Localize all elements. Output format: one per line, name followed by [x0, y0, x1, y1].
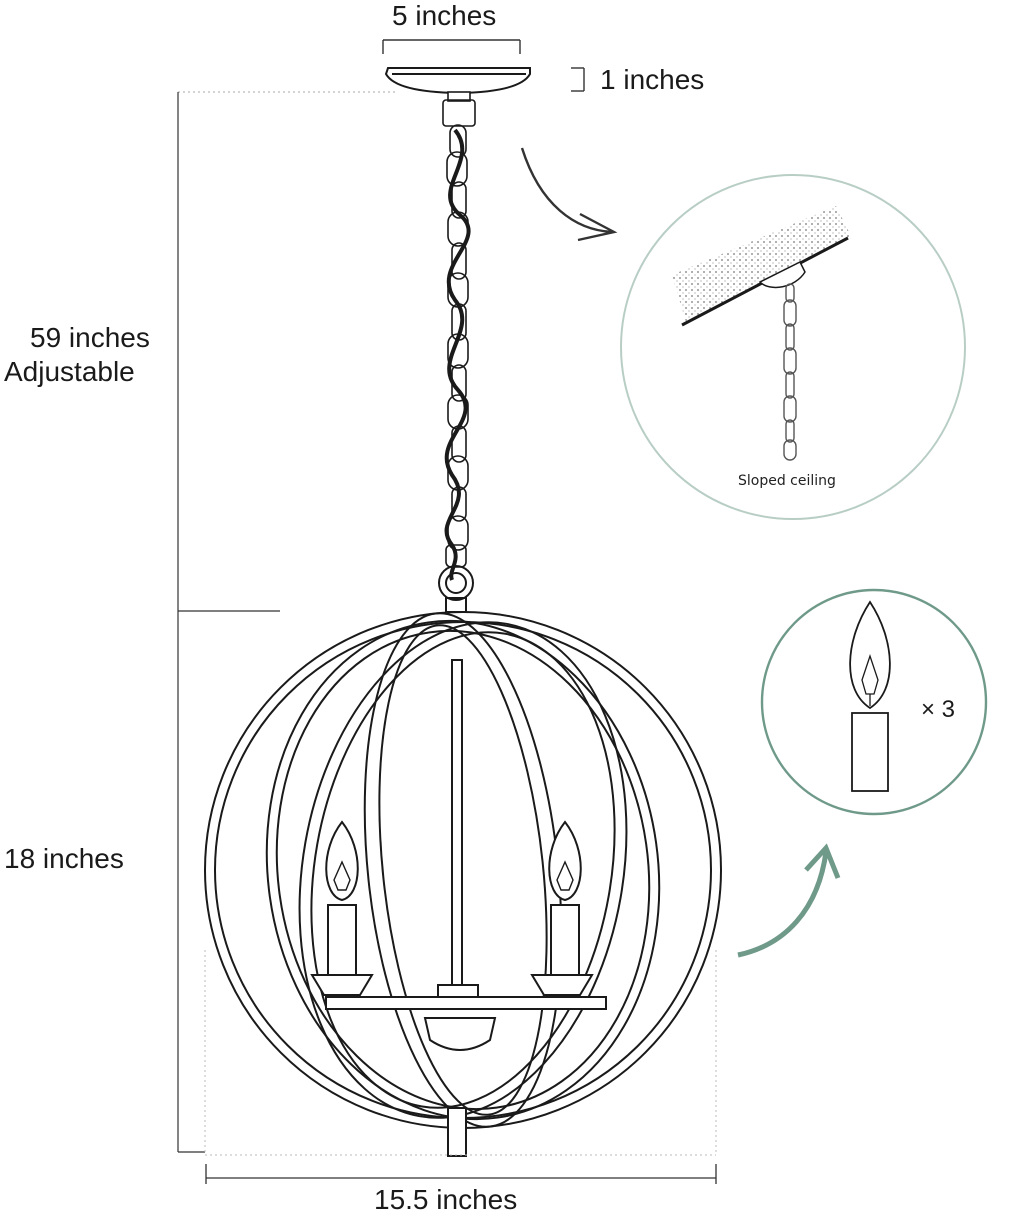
fixture-width-dimension — [205, 1164, 717, 1184]
arrow-tip — [577, 212, 618, 242]
width-guide-box — [204, 950, 717, 1156]
sloped-ceiling-label: Sloped ceiling — [738, 473, 836, 489]
chain — [445, 124, 469, 568]
power-cord — [444, 128, 471, 581]
candelabra-bulb-icon — [849, 600, 891, 792]
hanging-loop — [438, 565, 474, 613]
candle-left — [310, 820, 374, 996]
canopy-width-label: 5 inches — [392, 0, 497, 31]
candelabra-frame — [325, 659, 607, 1157]
bulb-count-label: × 3 — [921, 696, 956, 723]
candle-right — [530, 820, 594, 996]
curved-arrow-icon — [737, 851, 829, 958]
canopy-height-label: 1 inches — [600, 64, 705, 95]
chain-length-label: 59 inches — [30, 322, 150, 353]
orb-rings — [204, 611, 722, 1129]
fixture-height-label: 18 inches — [4, 843, 124, 874]
arrow-tip — [804, 843, 841, 879]
ceiling-mount-icon — [672, 206, 852, 322]
canopy-width-bracket — [382, 39, 521, 54]
chain-adjustable-label: Adjustable — [4, 356, 135, 387]
canopy-height-bracket — [571, 67, 585, 92]
curved-arrow-icon — [520, 147, 613, 234]
ceiling-canopy — [384, 67, 531, 127]
fixture-width-label: 15.5 inches — [374, 1184, 518, 1215]
bulb-callout — [760, 588, 988, 816]
sloped-ceiling-callout — [620, 174, 966, 520]
chain-length-dimension — [177, 91, 395, 1153]
